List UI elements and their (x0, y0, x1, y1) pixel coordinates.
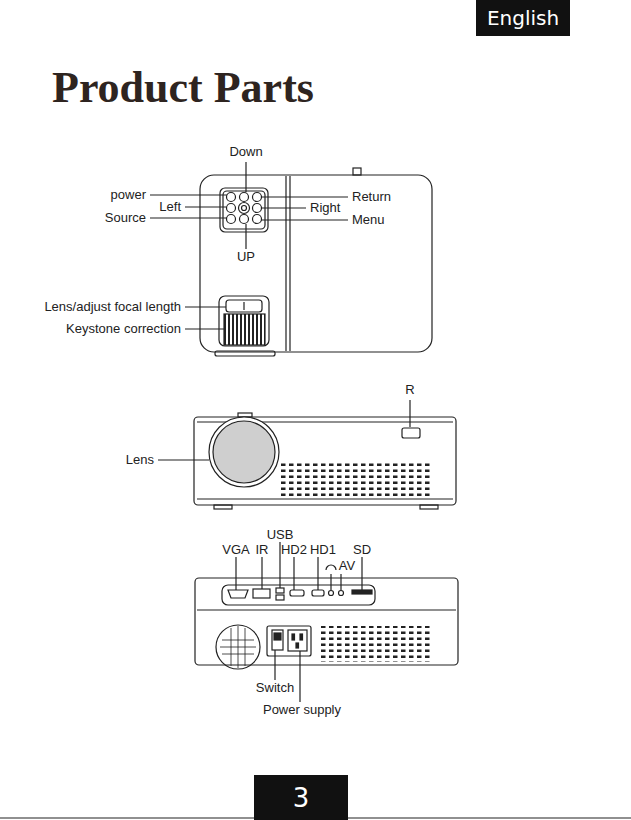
part-label: Lens/adjust focal length (44, 299, 181, 315)
part-label: Power supply (263, 702, 341, 718)
part-label: Left (159, 199, 181, 215)
page-title: Product Parts (52, 62, 314, 113)
tab-text: 3 (293, 783, 310, 813)
part-label: SD (353, 542, 371, 558)
part-label: Keystone correction (66, 321, 181, 337)
part-label: UP (237, 249, 255, 265)
part-label: Right (310, 200, 340, 216)
part-label: AV (339, 558, 355, 574)
part-label: Lens (126, 452, 154, 468)
part-label: Down (229, 144, 262, 160)
part-label: Source (105, 210, 146, 226)
page-number-box: 3 (254, 775, 348, 820)
part-label: Return (352, 189, 391, 205)
part-label: R (405, 382, 414, 398)
part-label: VGA (222, 542, 249, 558)
part-label: USB (267, 527, 294, 543)
part-label: Menu (352, 212, 385, 228)
tab-text: English (487, 6, 559, 30)
part-label: HD2 (281, 542, 307, 558)
part-label: power (111, 187, 146, 203)
part-label: HD1 (310, 542, 336, 558)
part-label: Switch (256, 680, 294, 696)
part-label: IR (256, 542, 269, 558)
language-tab: English (476, 0, 570, 36)
